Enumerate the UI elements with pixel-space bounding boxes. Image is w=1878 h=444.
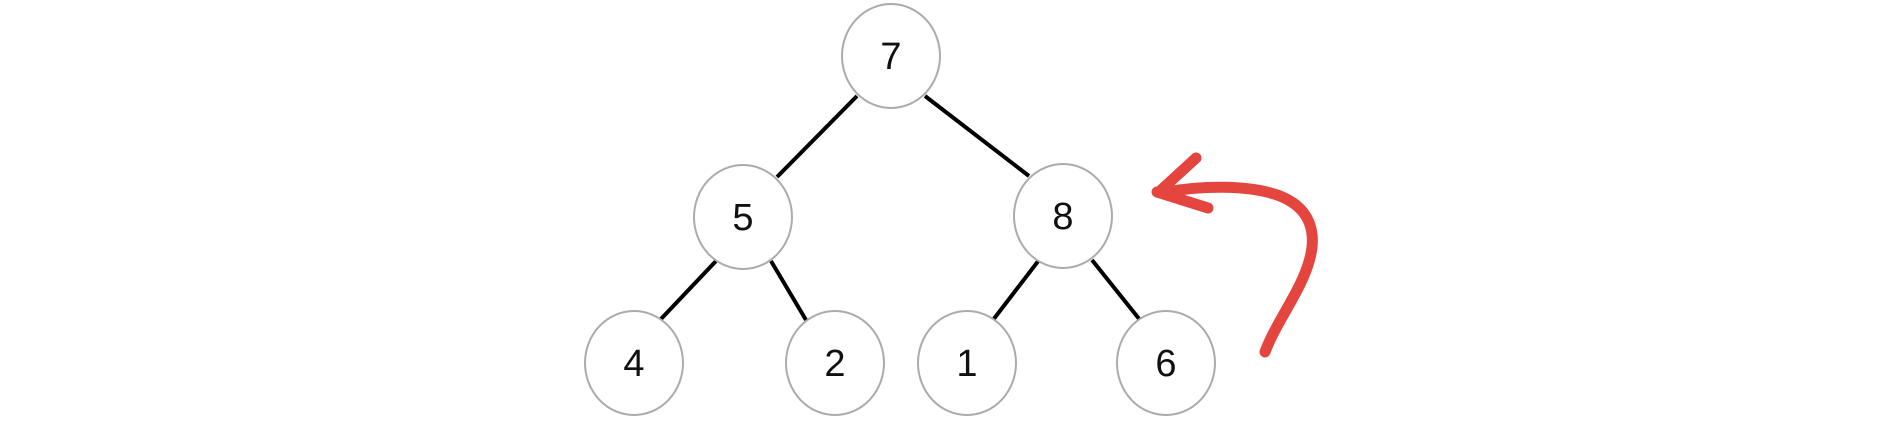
arrow-tail-path <box>1160 181 1318 358</box>
tree-edge-7-5 <box>775 94 859 179</box>
tree-node-1-label: 1 <box>956 343 977 385</box>
tree-node-5[interactable]: 5 <box>693 164 793 270</box>
tree-edge-5-2 <box>769 259 808 322</box>
tree-node-7-label: 7 <box>880 36 901 78</box>
tree-node-4[interactable]: 4 <box>584 310 684 416</box>
arrow-head-lower-path <box>1151 186 1214 214</box>
tree-node-1-circle[interactable] <box>917 310 1017 416</box>
tree-node-8-label: 8 <box>1052 196 1073 238</box>
tree-node-1[interactable]: 1 <box>917 310 1017 416</box>
tree-node-5-circle[interactable] <box>693 164 793 270</box>
arrow-head-upper-path <box>1154 152 1202 197</box>
tree-nodes-group: 7 5 8 4 2 1 6 <box>584 3 1216 416</box>
tree-node-2-label: 2 <box>824 343 845 385</box>
tree-node-8[interactable]: 8 <box>1013 163 1113 269</box>
tree-edges-group <box>659 94 1142 322</box>
tree-edge-8-1 <box>991 258 1041 322</box>
tree-node-2[interactable]: 2 <box>785 310 885 416</box>
tree-node-6[interactable]: 6 <box>1116 310 1216 416</box>
tree-edge-5-4 <box>659 259 718 321</box>
tree-node-4-label: 4 <box>623 343 644 385</box>
tree-edge-7-8 <box>923 94 1031 178</box>
red-annotation-arrow <box>1151 152 1318 358</box>
tree-node-8-circle[interactable] <box>1013 163 1113 269</box>
tree-node-5-label: 5 <box>732 197 753 239</box>
tree-edge-8-6 <box>1090 258 1142 322</box>
tree-node-4-circle[interactable] <box>584 310 684 416</box>
tree-node-7-circle[interactable] <box>841 3 941 109</box>
tree-node-6-circle[interactable] <box>1116 310 1216 416</box>
tree-node-6-label: 6 <box>1155 343 1176 385</box>
tree-node-2-circle[interactable] <box>785 310 885 416</box>
tree-node-7[interactable]: 7 <box>841 3 941 109</box>
